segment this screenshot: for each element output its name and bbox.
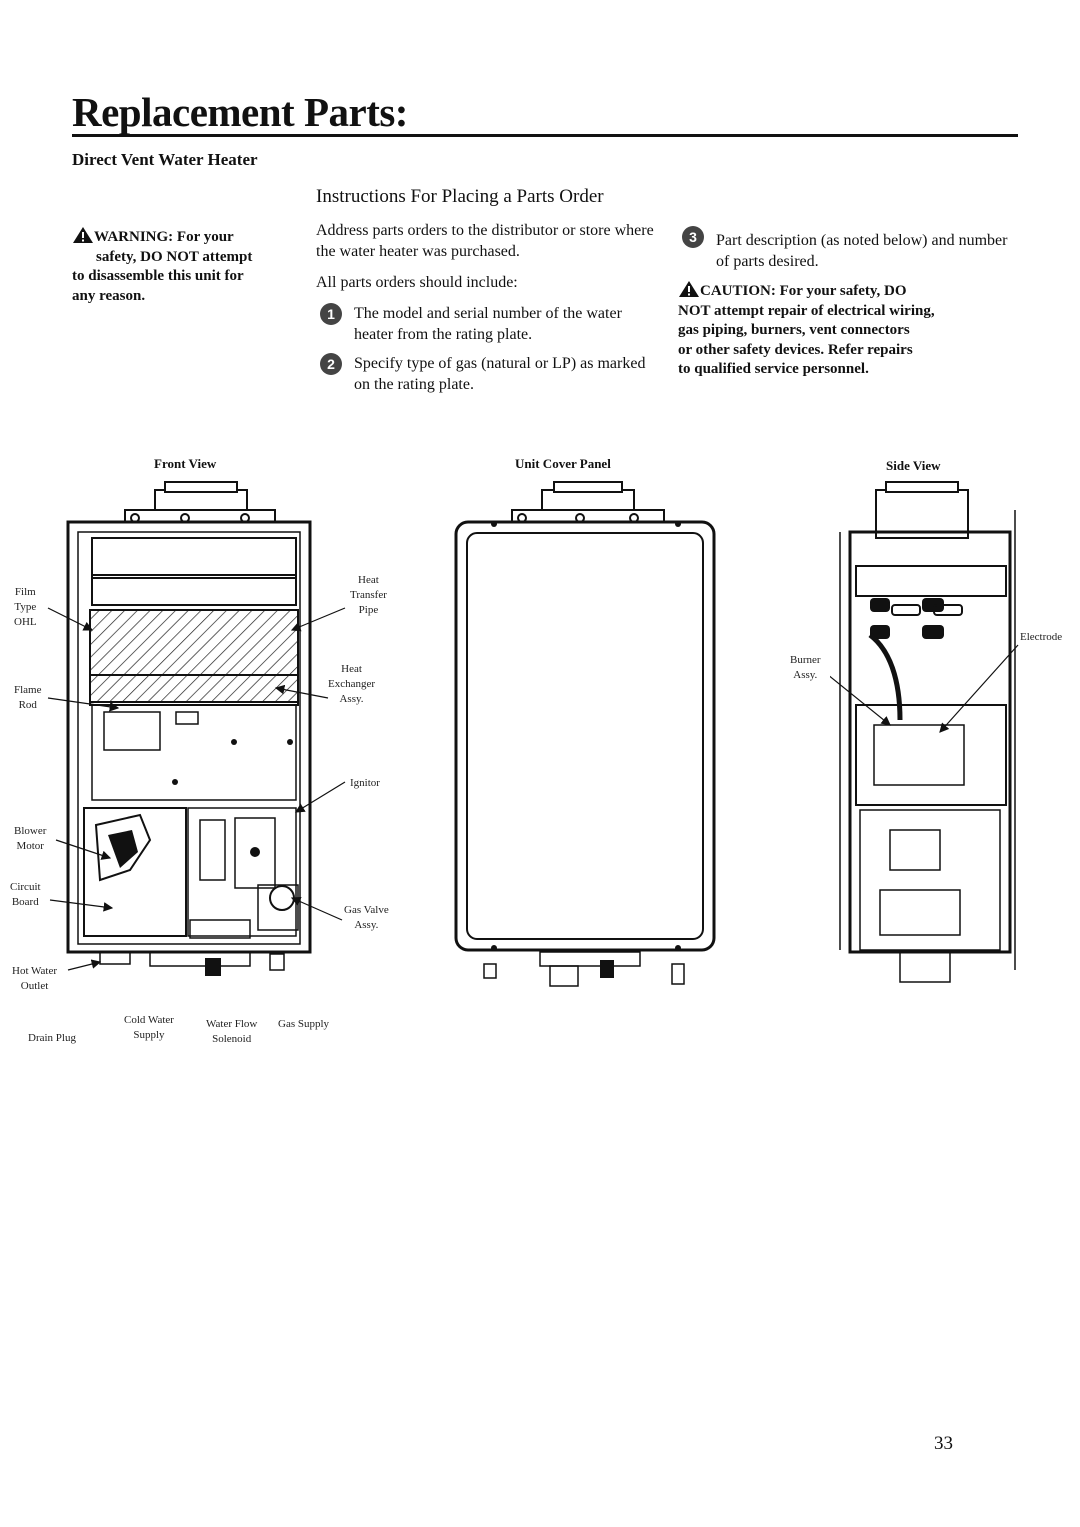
- step-3: 3 Part description (as noted below) and …: [678, 226, 1008, 272]
- callout-ignitor: Ignitor: [350, 777, 380, 789]
- warning-line-3: to disassemble this unit for: [72, 268, 244, 284]
- instructions-include: All parts orders should include:: [316, 274, 518, 291]
- instructions-heading: Instructions For Placing a Parts Order: [316, 186, 604, 207]
- front-view-diagram: [47, 481, 346, 976]
- step-text: The model and serial number of the water…: [354, 305, 622, 343]
- callout-heat-exchanger-assy: Heat Exchanger Assy.: [328, 663, 376, 705]
- caution-line-2: NOT attempt repair of electrical wiring,: [678, 302, 935, 319]
- instructions-intro: Address parts orders to the distributor …: [316, 222, 654, 260]
- front-view-label: Front View: [154, 456, 217, 471]
- step-1: 1 The model and serial number of the wat…: [316, 303, 661, 345]
- warning-line-2: safety, DO NOT attempt: [96, 248, 253, 265]
- caution-line-3: gas piping, burners, vent connectors: [678, 322, 910, 338]
- caution-block: CAUTION: For your safety, DO NOT attempt…: [678, 280, 1008, 380]
- warning-line-1: WARNING: For your: [72, 227, 234, 245]
- callout-heat-transfer-pipe: Heat Transfer Pipe: [350, 574, 387, 616]
- step-number-badge: 1: [320, 303, 342, 325]
- page-number: 33: [934, 1433, 953, 1454]
- callout-gas-supply: Gas Supply: [278, 1018, 330, 1030]
- step-2: 2 Specify type of gas (natural or LP) as…: [316, 353, 661, 395]
- title-rule: [72, 134, 1018, 137]
- step-text: Part description (as noted below) and nu…: [716, 232, 1008, 270]
- page-title: Replacement Parts:: [72, 89, 408, 135]
- warning-icon: [679, 281, 699, 297]
- warning-block: WARNING: For your safety, DO NOT attempt…: [72, 226, 297, 306]
- unit-cover-panel-label: Unit Cover Panel: [515, 456, 611, 471]
- callout-circuit-board: Circuit Board: [10, 881, 41, 908]
- callout-drain-plug: Drain Plug: [28, 1032, 76, 1044]
- callout-burner-assy: Burner Assy.: [790, 654, 821, 681]
- side-view-diagram: [830, 481, 1019, 983]
- unit-cover-panel-diagram: [454, 481, 716, 987]
- callout-blower-motor: Blower Motor: [14, 825, 47, 852]
- callout-hot-water-outlet: Hot Water Outlet: [12, 965, 58, 992]
- callout-electrode: Electrode: [1020, 631, 1063, 643]
- section-subtitle: Direct Vent Water Heater: [72, 150, 258, 169]
- callout-cold-water-supply: Cold Water Supply: [124, 1014, 174, 1041]
- callout-flame-rod: Flame Rod: [14, 684, 42, 711]
- step-number-badge: 3: [682, 226, 704, 248]
- side-view-label: Side View: [886, 458, 941, 473]
- caution-line-4: or other safety devices. Refer repairs: [678, 341, 913, 358]
- callout-film-type-ohl: Film Type OHL: [14, 586, 37, 628]
- caution-line-1: CAUTION: For your safety, DO: [678, 280, 1008, 302]
- callout-water-flow-solenoid: Water Flow Solenoid: [206, 1018, 258, 1045]
- caution-line-5: to qualified service personnel.: [678, 361, 869, 377]
- instructions-column: Address parts orders to the distributor …: [316, 220, 661, 403]
- warning-icon: [73, 227, 93, 243]
- callout-gas-valve-assy: Gas Valve Assy.: [344, 904, 389, 931]
- instructions-column-right: 3 Part description (as noted below) and …: [678, 226, 1008, 380]
- step-number-badge: 2: [320, 353, 342, 375]
- warning-line-4: any reason.: [72, 287, 146, 304]
- step-text: Specify type of gas (natural or LP) as m…: [354, 355, 646, 393]
